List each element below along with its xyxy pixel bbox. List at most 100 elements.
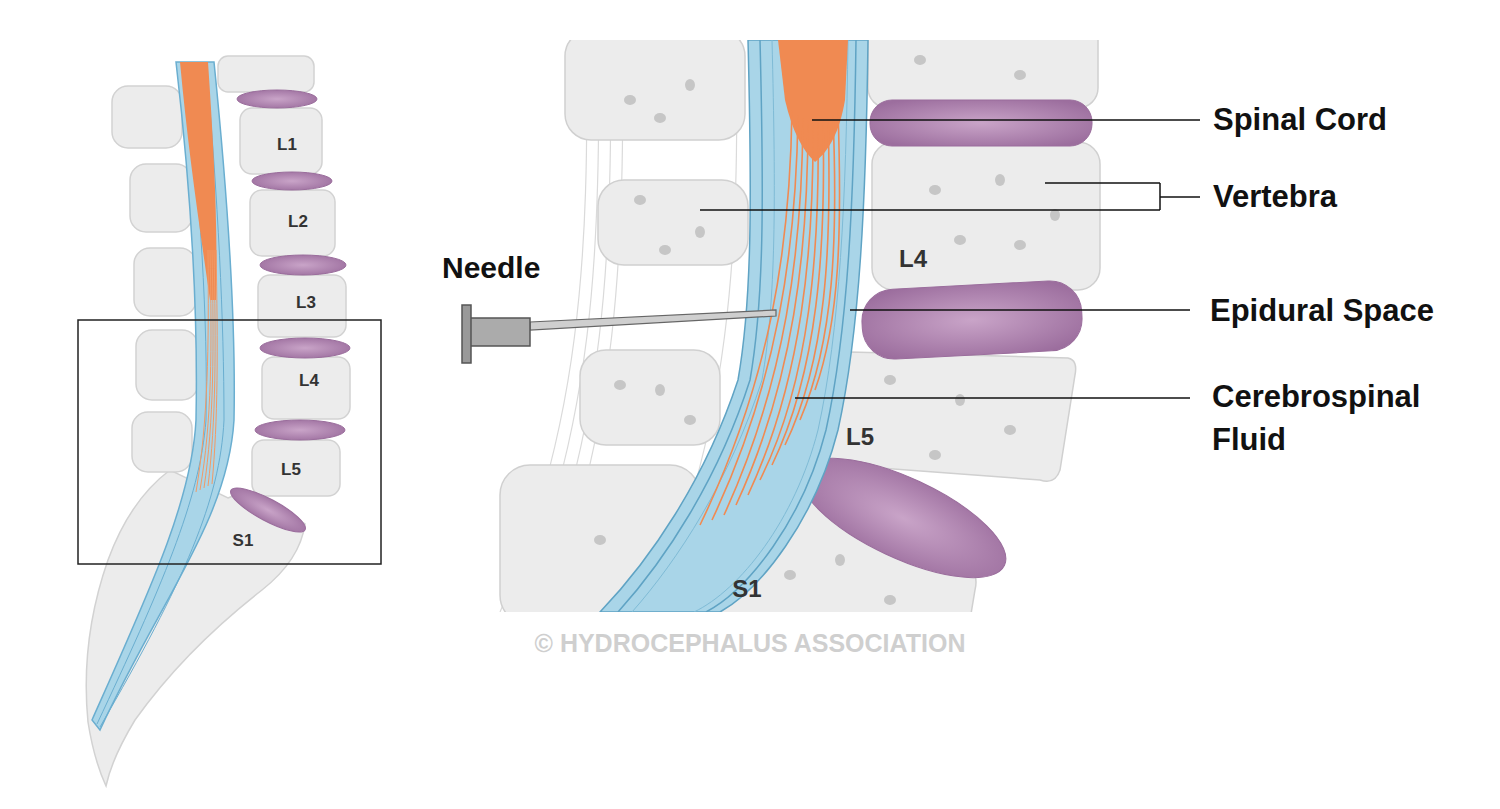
- intervertebral-disc: [860, 279, 1083, 360]
- vertebra-label: L1: [277, 133, 297, 156]
- needle-hub: [462, 305, 471, 363]
- vertebra-label: L4: [899, 242, 927, 275]
- vertebra-label: L5: [281, 458, 301, 481]
- spinous-process: [112, 86, 182, 148]
- leader-line: [700, 209, 1160, 211]
- vertebral-body: [240, 108, 322, 174]
- spinous-process: [132, 412, 192, 472]
- nerve-root: [748, 122, 813, 495]
- vertebra-label: S1: [732, 572, 761, 605]
- intervertebral-disc: [870, 100, 1092, 146]
- nerve-root: [800, 115, 835, 420]
- leader-line: [1045, 182, 1160, 184]
- nerve-root: [196, 250, 208, 492]
- intervertebral-disc: [237, 90, 317, 108]
- overview-canal: [92, 62, 234, 730]
- spinous-process: [565, 40, 745, 140]
- zoom-frame: [78, 320, 381, 564]
- bone-dot: [914, 55, 926, 65]
- bone-dot: [784, 570, 796, 580]
- leader-lines: [700, 120, 1200, 398]
- part-label: Vertebra: [1213, 176, 1337, 219]
- spinal-canal: [92, 62, 234, 730]
- part-label: Spinal Cord: [1213, 99, 1387, 142]
- bone-dot: [1014, 70, 1026, 80]
- dura-line: [694, 40, 848, 612]
- nerve-root: [760, 122, 818, 480]
- vertebral-body: [262, 357, 350, 419]
- watermark: © HYDROCEPHALUS ASSOCIATION: [535, 626, 966, 661]
- needle: [462, 305, 776, 363]
- bone-dot: [685, 79, 695, 91]
- bone-dot: [594, 535, 606, 545]
- nerve-root: [208, 250, 215, 486]
- bone-dot: [1014, 240, 1026, 250]
- bone-dot: [655, 384, 665, 396]
- part-label: Epidural Space: [1210, 290, 1434, 333]
- spinous-process: [130, 164, 192, 232]
- bone-dot: [695, 226, 705, 238]
- vertebra-label: L3: [296, 291, 316, 314]
- spinous-process: [136, 330, 198, 400]
- intervertebral-disc: [255, 420, 345, 440]
- vertebra-label: L2: [288, 210, 308, 233]
- bone-dot: [929, 185, 941, 195]
- intervertebral-disc: [226, 481, 310, 540]
- intervertebral-disc: [252, 172, 332, 190]
- needle-body: [470, 318, 530, 346]
- leader-line: [795, 397, 1190, 399]
- vertebra-label: L5: [846, 420, 874, 453]
- bone-dot: [624, 95, 636, 105]
- cauda-equina: [196, 250, 217, 492]
- leader-line: [850, 309, 1190, 311]
- dura-line: [100, 62, 224, 727]
- bone-dot: [884, 375, 896, 385]
- spinous-process: [598, 180, 748, 265]
- vertebra-label: L4: [299, 369, 319, 392]
- vertebral-body: [258, 275, 346, 337]
- bone-dot: [955, 394, 965, 406]
- leader-line: [1160, 196, 1200, 198]
- bone-dot: [995, 174, 1005, 186]
- bone-dot: [884, 595, 896, 605]
- zoom-bones: [500, 40, 1100, 612]
- dura-line: [632, 40, 774, 612]
- spinal-cord: [180, 62, 217, 300]
- bone-dot: [929, 450, 941, 460]
- spinous-process: [580, 350, 720, 445]
- vertebral-body: [252, 440, 340, 496]
- part-label: Needle: [442, 247, 540, 288]
- vertebral-body: [868, 40, 1098, 108]
- vertebral-body: [250, 190, 335, 256]
- nerve-root: [815, 110, 840, 390]
- bone-dot: [954, 235, 966, 245]
- dura-line: [618, 40, 762, 612]
- nerve-root: [785, 118, 829, 445]
- vertebral-body: [218, 56, 314, 92]
- dura-line: [706, 40, 856, 612]
- part-label: Cerebrospinal Fluid: [1212, 376, 1482, 462]
- bone-dot: [614, 380, 626, 390]
- zoom-canal: [600, 40, 868, 612]
- zoom-spine: [500, 40, 1100, 612]
- bone-dot: [659, 245, 671, 255]
- needle-shaft: [530, 310, 776, 330]
- bone-dot: [634, 195, 646, 205]
- vertebra-label: S1: [233, 529, 254, 552]
- dura-line: [97, 62, 206, 724]
- overview-spine: [86, 56, 350, 786]
- spinal-canal: [600, 40, 868, 612]
- intervertebral-disc: [260, 255, 346, 275]
- bone-dot: [654, 113, 666, 123]
- leader-line: [812, 119, 1200, 121]
- nerve-root: [212, 250, 217, 484]
- intervertebral-disc: [260, 338, 350, 358]
- bone-dot: [835, 554, 845, 566]
- bone-dot: [1050, 209, 1060, 221]
- bone-dot: [1004, 425, 1016, 435]
- spinous-process: [134, 248, 196, 316]
- vertebral-body: [872, 142, 1100, 290]
- bone-dot: [684, 415, 696, 425]
